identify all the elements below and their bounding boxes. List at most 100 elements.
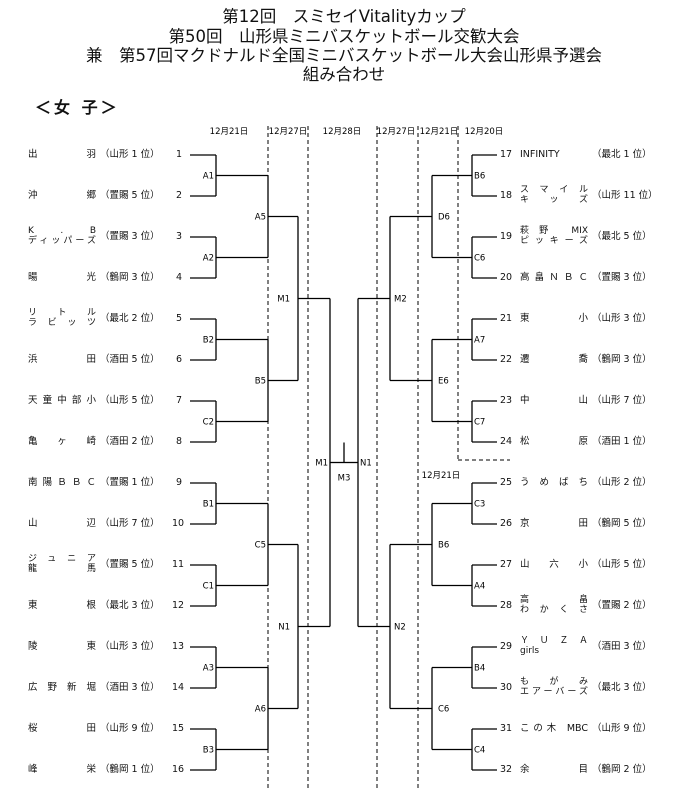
team-seed: 27 bbox=[500, 559, 513, 570]
team-region: （最北 3 位） bbox=[100, 600, 160, 611]
match-label: E6 bbox=[438, 377, 449, 387]
team-region: （山形 5 位） bbox=[592, 559, 652, 570]
team-seed: 19 bbox=[500, 230, 513, 242]
team-entry: 天童中部小（山形 5 位）7 bbox=[28, 395, 182, 406]
team-seed: 15 bbox=[172, 723, 185, 734]
team-region: （酒田 1 位） bbox=[592, 436, 652, 447]
team-seed: 7 bbox=[175, 395, 182, 406]
title-line-3: 兼 第57回マクドナルド全国ミニバスケットボール大会山形県予選会 bbox=[86, 46, 602, 65]
match-label: B6 bbox=[438, 541, 449, 551]
team-region: （鶴岡 3 位） bbox=[592, 354, 652, 365]
team-entry: 広野新堀（酒田 3 位）14 bbox=[28, 682, 185, 693]
match-label: C7 bbox=[474, 418, 485, 428]
match-label: B4 bbox=[474, 664, 485, 674]
team-seed: 3 bbox=[175, 230, 182, 242]
match-label: A3 bbox=[203, 664, 214, 674]
match-label: C4 bbox=[474, 746, 485, 756]
team-seed: 16 bbox=[172, 764, 185, 775]
match-label: N1 bbox=[278, 623, 290, 633]
match-label: A2 bbox=[203, 254, 214, 264]
match-label: N1 bbox=[360, 459, 372, 469]
team-region: （鶴岡 3 位） bbox=[100, 272, 160, 283]
team-seed: 28 bbox=[500, 599, 513, 611]
match-label: M1 bbox=[277, 295, 290, 305]
match-label: D6 bbox=[438, 213, 450, 223]
match-label: B1 bbox=[203, 500, 214, 510]
team-seed: 10 bbox=[172, 518, 185, 529]
team-region: （鶴岡 5 位） bbox=[592, 518, 652, 529]
match-label: C2 bbox=[203, 418, 214, 428]
team-entry: 陵 東（山形 3 位）13 bbox=[28, 641, 185, 652]
team-region: （山形 9 位） bbox=[592, 723, 652, 734]
team-region: （置賜 3 位） bbox=[100, 230, 160, 242]
team-region: （山形 2 位） bbox=[592, 477, 652, 488]
date-label: 12月21日 bbox=[420, 127, 459, 137]
team-seed: 23 bbox=[500, 395, 513, 406]
team-region: （山形 9 位） bbox=[100, 723, 160, 734]
team-seed: 8 bbox=[175, 436, 182, 447]
team-seed: 24 bbox=[500, 436, 513, 447]
title-line-2: 第50回 山形県ミニバスケットボール交歓大会 bbox=[168, 27, 520, 46]
date-label: 12月20日 bbox=[465, 127, 504, 137]
team-seed: 12 bbox=[172, 600, 185, 611]
match-label: C1 bbox=[203, 582, 214, 592]
date-label: 12月21日 bbox=[422, 471, 461, 481]
team-region: （鶴岡 2 位） bbox=[592, 764, 652, 775]
division-label: ＜女 子＞ bbox=[35, 98, 120, 117]
team-region: （酒田 3 位） bbox=[100, 682, 160, 693]
team-entry: 暘 光（鶴岡 3 位）4 bbox=[28, 272, 182, 283]
match-label: C6 bbox=[474, 254, 485, 264]
team-region: （鶴岡 1 位） bbox=[100, 764, 160, 775]
team-region: （最北 2 位） bbox=[100, 312, 160, 324]
team-entry: 峰 栄（鶴岡 1 位）16 bbox=[28, 764, 185, 775]
team-seed: 2 bbox=[175, 190, 182, 201]
date-label: 12月28日 bbox=[323, 127, 362, 137]
match-label: C3 bbox=[474, 500, 485, 510]
team-entry: 出 羽（山形 1 位）1 bbox=[28, 149, 182, 160]
team-seed: 1 bbox=[175, 149, 182, 160]
team-region: （置賜 5 位） bbox=[100, 190, 160, 201]
match-label: C6 bbox=[438, 705, 449, 715]
team-region: （酒田 5 位） bbox=[100, 354, 160, 365]
team-seed: 9 bbox=[175, 477, 182, 488]
match-label: B6 bbox=[474, 172, 485, 182]
team-entry: 浜 田（酒田 5 位）6 bbox=[28, 354, 182, 365]
match-label: A1 bbox=[203, 172, 214, 182]
team-seed: 25 bbox=[500, 477, 513, 488]
team-seed: 5 bbox=[175, 312, 182, 324]
team-region: （山形 7 位） bbox=[592, 395, 652, 406]
team-region: （最北 1 位） bbox=[592, 149, 652, 160]
team-region: （置賜 2 位） bbox=[592, 599, 652, 611]
team-seed: 6 bbox=[175, 354, 182, 365]
match-label: M2 bbox=[394, 295, 407, 305]
match-label: B3 bbox=[203, 746, 214, 756]
team-region: （最北 5 位） bbox=[592, 230, 652, 242]
team-seed: 29 bbox=[500, 640, 513, 652]
title-line-4: 組み合わせ bbox=[302, 65, 386, 84]
team-region: （山形 1 位） bbox=[100, 149, 160, 160]
date-label: 12月27日 bbox=[269, 127, 308, 137]
team-region: （山形 3 位） bbox=[592, 313, 652, 324]
match-label: A6 bbox=[255, 705, 266, 715]
match-label: C5 bbox=[255, 541, 266, 551]
match-label: M3 bbox=[338, 474, 351, 484]
team-entry: 桜 田（山形 9 位）15 bbox=[28, 723, 185, 734]
team-region: （置賜 5 位） bbox=[100, 558, 160, 570]
match-label: B2 bbox=[203, 336, 214, 346]
team-region: （山形 11 位） bbox=[592, 189, 658, 201]
team-seed: 30 bbox=[500, 681, 513, 693]
team-seed: 21 bbox=[500, 313, 513, 324]
title-line-1: 第12回 スミセイVitalityカップ bbox=[222, 7, 466, 26]
team-region: （置賜 1 位） bbox=[100, 477, 160, 488]
team-seed: 18 bbox=[500, 189, 513, 201]
